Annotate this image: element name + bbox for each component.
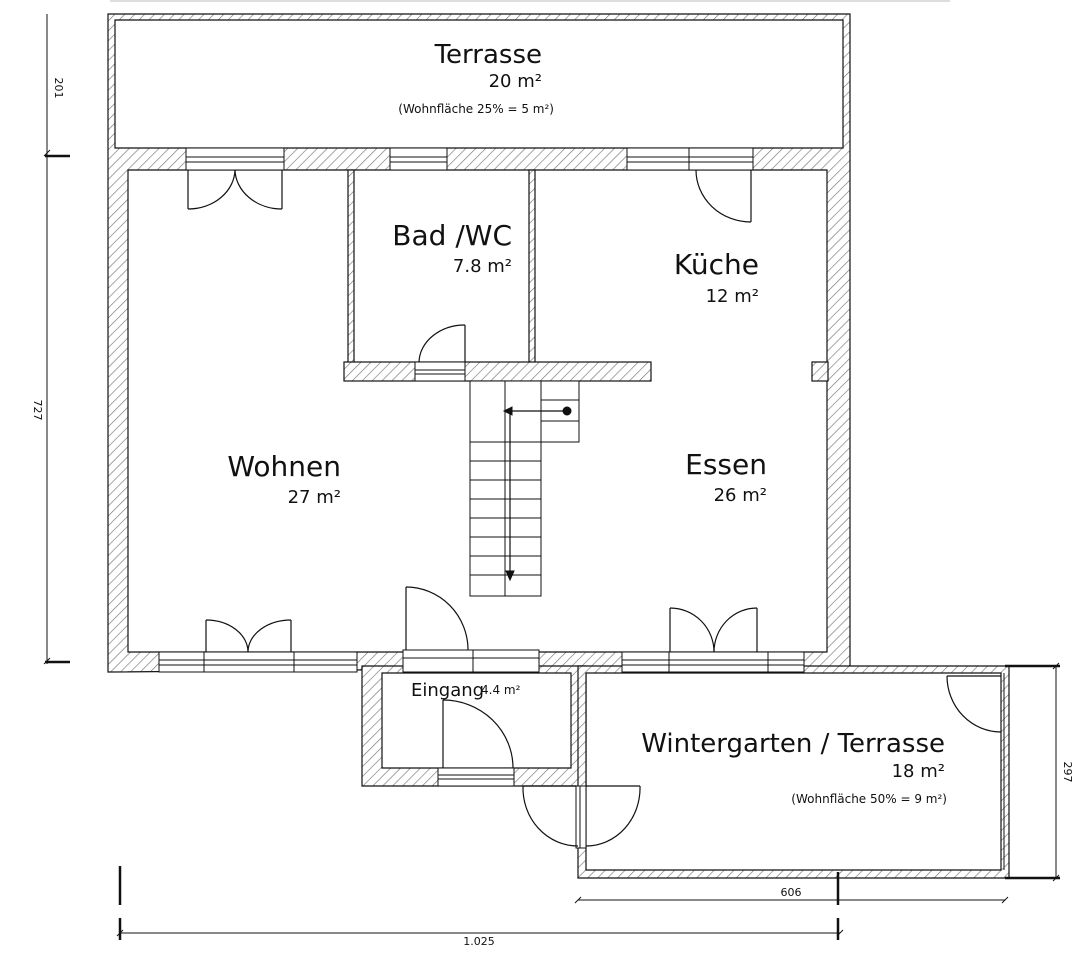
bad-left-wall <box>347 169 355 364</box>
dim-wintergarten-depth: 297 <box>1061 762 1074 783</box>
door-wohnen-terrace <box>187 169 283 210</box>
staircase <box>469 380 580 597</box>
dim-wintergarten-width: 606 <box>781 886 802 899</box>
doors <box>187 169 1002 847</box>
door-kueche <box>695 169 752 223</box>
wall-pier <box>811 361 829 382</box>
dim-terrasse-depth: 201 <box>52 78 65 99</box>
dimension-lines <box>43 14 1060 940</box>
bad-right-wall <box>528 169 536 364</box>
terrasse-note: (Wohnfläche 25% = 5 m²) <box>398 102 554 116</box>
dimension-labels: 201 727 297 606 1.025 <box>31 78 1074 949</box>
kueche-name: Küche <box>674 248 759 281</box>
room-labels: Terrasse 20 m² (Wohnfläche 25% = 5 m²) B… <box>227 40 947 806</box>
door-eingang-outer <box>522 785 641 847</box>
door-essen-garden <box>669 607 758 653</box>
door-wohnen-garden <box>205 619 292 653</box>
bad-name: Bad /WC <box>392 219 512 252</box>
eingang-area: 4.4 m² <box>481 683 521 697</box>
terrasse-name: Terrasse <box>434 40 542 70</box>
essen-area: 26 m² <box>714 485 767 506</box>
interior-wall <box>343 361 652 382</box>
wintergarten-note: (Wohnfläche 50% = 9 m²) <box>791 792 947 806</box>
door-bad <box>418 324 466 363</box>
door-entrance-inner <box>405 586 469 651</box>
bad-area: 7.8 m² <box>453 256 512 277</box>
door-wintergarten <box>946 675 1002 733</box>
door-eingang-inner <box>442 699 514 769</box>
window-sashes <box>159 148 1005 870</box>
wintergarten-name: Wintergarten / Terrasse <box>641 729 945 759</box>
dim-house-depth: 727 <box>31 400 44 421</box>
eingang-name: Eingang <box>411 680 484 701</box>
wohnen-area: 27 m² <box>288 487 341 508</box>
wintergarten-area: 18 m² <box>892 761 945 782</box>
openings <box>158 147 805 849</box>
kueche-area: 12 m² <box>706 286 759 307</box>
dim-total-width: 1.025 <box>463 935 495 948</box>
essen-name: Essen <box>685 448 767 481</box>
wohnen-name: Wohnen <box>227 450 341 483</box>
terrasse-area: 20 m² <box>489 71 542 92</box>
